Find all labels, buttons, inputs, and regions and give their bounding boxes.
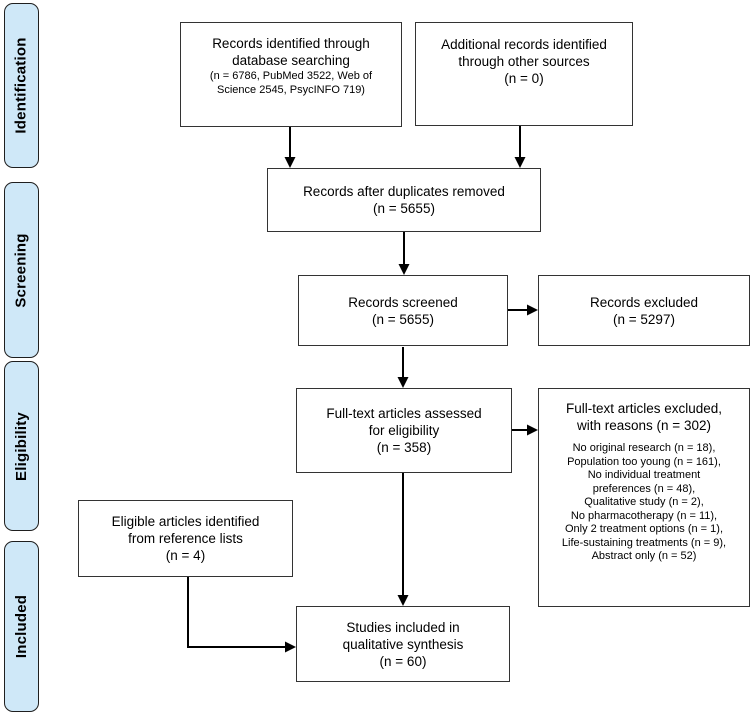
box-title-line: Eligible articles identified — [111, 514, 260, 529]
exclusion-reason: No pharmacotherapy (n = 11), — [570, 509, 718, 522]
exclusion-reason: No individual treatment — [587, 469, 701, 481]
box-title-line: Full-text articles assessed — [326, 406, 482, 421]
arrow-duplicates-to-screened — [398, 232, 410, 275]
exclusion-reason: Life-sustaining treatments (n = 9), — [561, 536, 727, 549]
box-records-identified-database: Records identified through database sear… — [180, 22, 402, 127]
box-additional-records-other-sources: Additional records identified through ot… — [415, 22, 633, 126]
box-title-line: Full-text articles excluded, — [565, 401, 723, 416]
exclusion-reason: Population too young (n = 161), — [567, 455, 721, 468]
box-count: (n = 5655) — [373, 201, 435, 216]
box-count: (n = 4) — [165, 548, 206, 563]
stage-eligibility-label: Eligibility — [13, 411, 30, 481]
exclusion-reason: Abstract only (n = 52) — [591, 550, 697, 562]
stage-identification: Identification — [4, 3, 39, 168]
box-count: (n = 358) — [376, 440, 432, 455]
stage-included-label: Included — [13, 594, 30, 659]
box-records-screened: Records screened (n = 5655) — [298, 275, 508, 346]
box-count: (n = 0) — [504, 71, 544, 86]
box-title-line: Records screened — [348, 294, 458, 310]
box-eligible-reference-lists: Eligible articles identified from refere… — [78, 500, 293, 577]
box-title-line: Additional records identified — [441, 37, 607, 52]
box-title-line: for eligibility — [368, 423, 440, 438]
stage-identification-label: Identification — [13, 37, 31, 134]
exclusion-reason: No original research (n = 18), — [572, 442, 716, 454]
box-count: (n = 60) — [379, 653, 427, 669]
stage-included: Included — [4, 541, 39, 712]
stage-eligibility: Eligibility — [4, 361, 39, 531]
box-title-line: Records identified through — [212, 36, 370, 51]
box-title-line: Records after duplicates removed — [303, 184, 505, 199]
arrow-database-to-duplicates — [284, 127, 296, 168]
arrow-screened-to-fulltext — [397, 347, 409, 388]
stage-screening-label: Screening — [13, 232, 31, 308]
exclusion-reasons-list: No original research (n = 18), Populatio… — [562, 442, 726, 564]
box-count: (n = 5297) — [613, 311, 675, 327]
box-fulltext-excluded-reasons: Full-text articles excluded, with reason… — [538, 388, 750, 607]
box-title-line: qualitative synthesis — [342, 636, 464, 652]
box-detail-line: Science 2545, PsycINFO 719) — [217, 84, 365, 96]
box-title-line: Studies included in — [346, 619, 460, 635]
stage-screening: Screening — [4, 182, 39, 358]
arrow-fulltext-to-excluded-reasons — [512, 424, 538, 436]
box-title-line: with reasons (n = 302) — [577, 418, 711, 433]
exclusion-reason: preferences (n = 48), — [592, 482, 696, 495]
box-studies-included: Studies included in qualitative synthesi… — [296, 606, 510, 682]
arrow-other-sources-to-duplicates — [514, 126, 526, 168]
box-count: (n = 5655) — [372, 311, 434, 327]
box-detail-line: (n = 6786, PubMed 3522, Web of — [209, 70, 373, 82]
box-title-line: through other sources — [458, 54, 590, 69]
box-title-line: from reference lists — [128, 531, 243, 546]
box-fulltext-assessed: Full-text articles assessed for eligibil… — [296, 388, 512, 473]
box-title-line: Records excluded — [589, 294, 699, 310]
arrow-reference-lists-to-included — [187, 577, 296, 653]
arrow-fulltext-to-included — [397, 473, 409, 606]
box-records-excluded: Records excluded (n = 5297) — [538, 275, 750, 346]
exclusion-reason: Only 2 treatment options (n = 1), — [564, 523, 724, 535]
exclusion-reason: Qualitative study (n = 2), — [584, 496, 704, 508]
box-records-after-duplicates-removed: Records after duplicates removed (n = 56… — [267, 168, 541, 232]
arrow-screened-to-excluded — [508, 304, 538, 316]
box-title-line: database searching — [232, 53, 350, 68]
